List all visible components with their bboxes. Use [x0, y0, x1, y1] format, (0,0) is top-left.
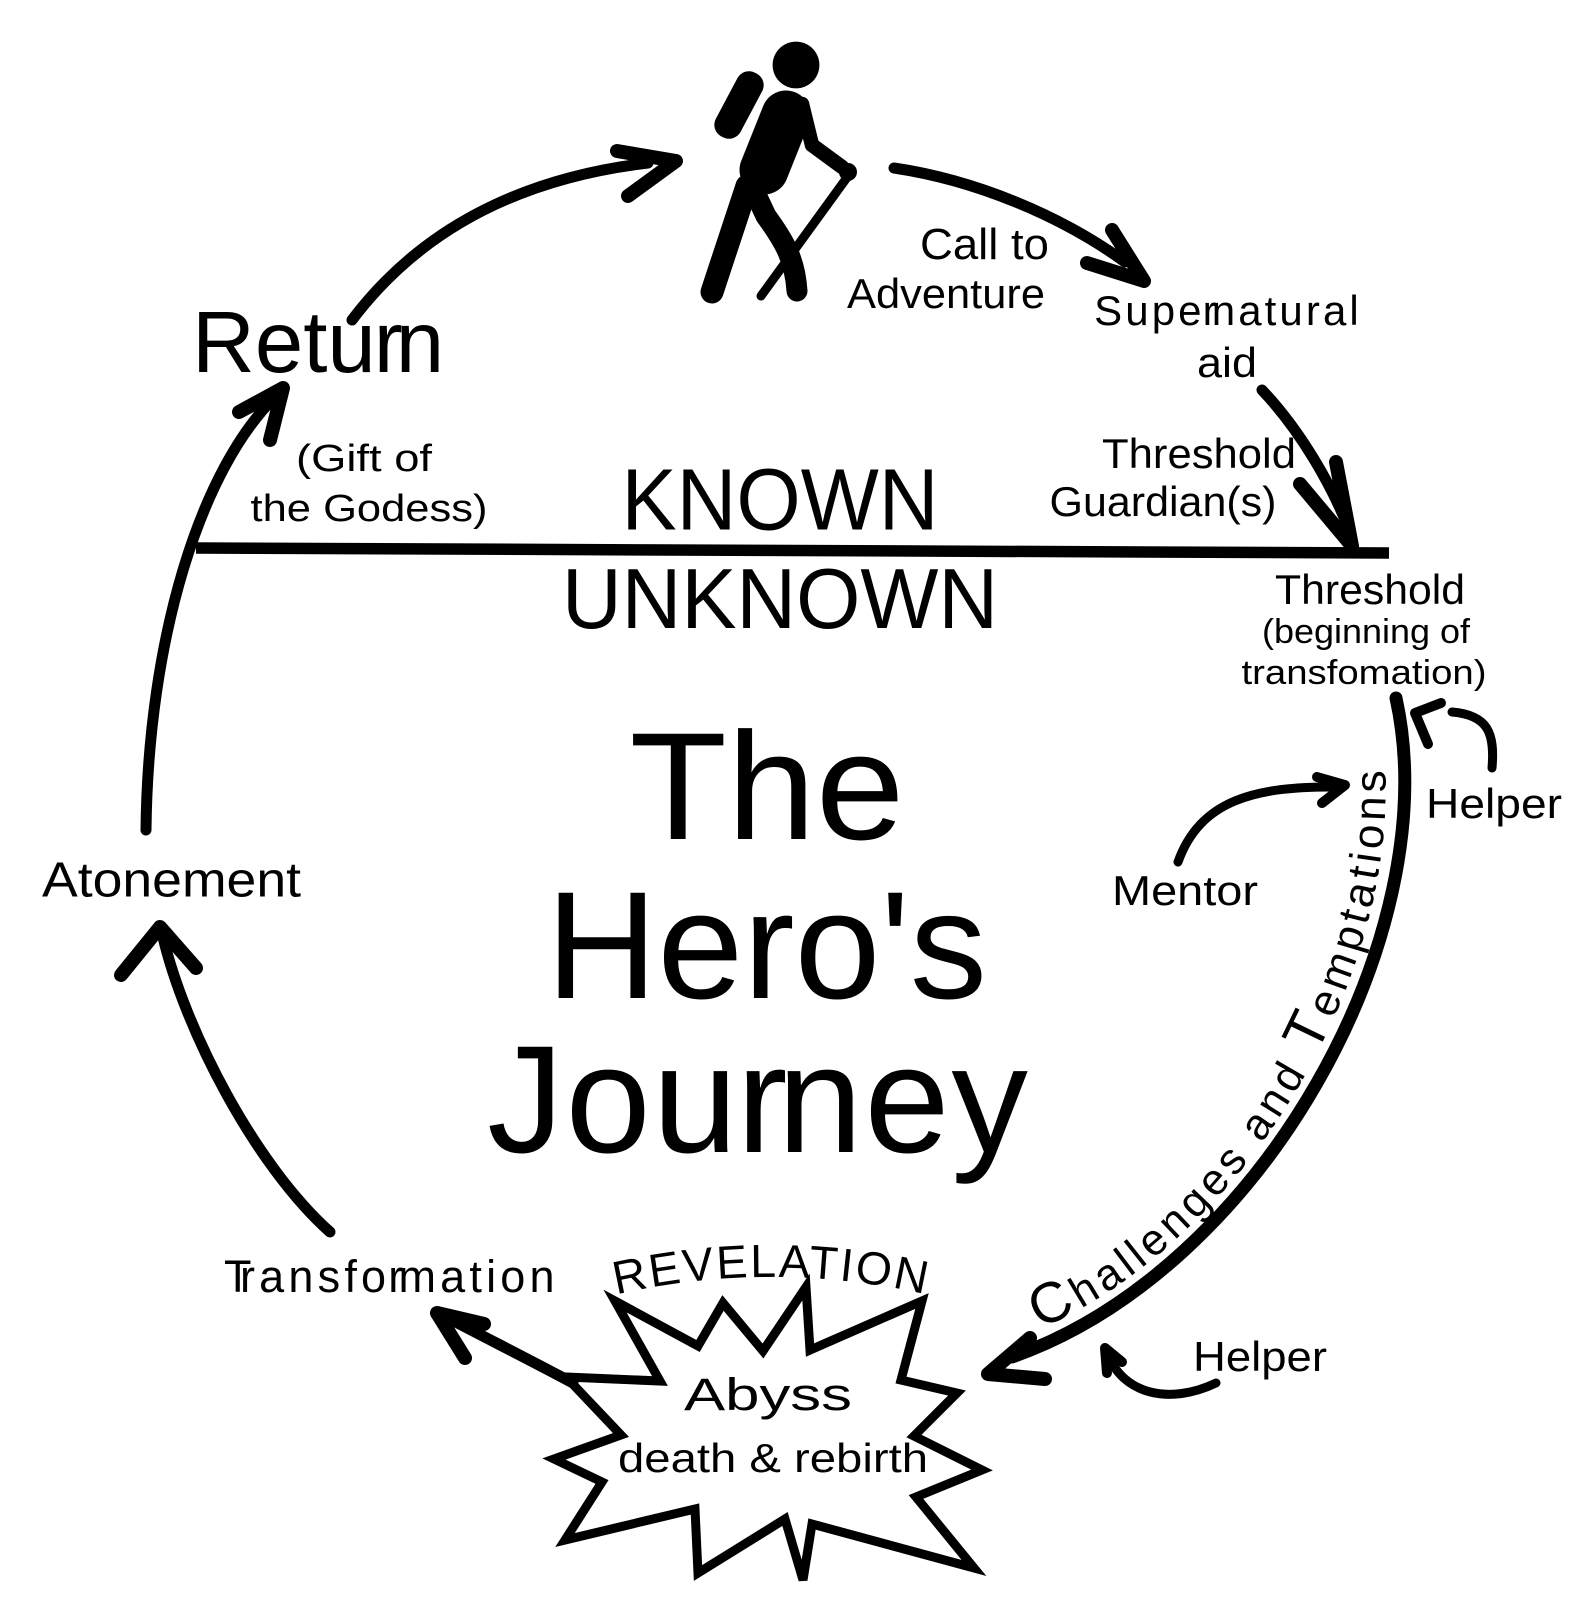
svg-text:Guardian(s): Guardian(s) — [1050, 478, 1277, 525]
svg-text:(Gift of: (Gift of — [296, 438, 433, 480]
svg-text:The: The — [630, 701, 905, 872]
svg-text:Call to: Call to — [920, 220, 1049, 269]
svg-text:Mentor: Mentor — [1112, 867, 1258, 914]
svg-text:KNOWN: KNOWN — [622, 452, 939, 549]
svg-text:Hero's: Hero's — [546, 860, 987, 1031]
svg-text:(beginning of: (beginning of — [1262, 613, 1471, 651]
svg-text:Threshold: Threshold — [1102, 430, 1296, 477]
svg-text:Abyss: Abyss — [684, 1369, 852, 1420]
svg-text:UNKNOWN: UNKNOWN — [562, 552, 998, 647]
svg-text:Return: Return — [192, 294, 444, 391]
svg-text:the Godess): the Godess) — [251, 488, 488, 530]
svg-text:transfomation): transfomation) — [1242, 654, 1487, 692]
svg-text:death & rebirth: death & rebirth — [618, 1435, 928, 1481]
svg-text:Supernatural: Supernatural — [1094, 287, 1362, 334]
svg-text:Adventure: Adventure — [847, 270, 1045, 317]
svg-text:Journey: Journey — [487, 1014, 1030, 1185]
svg-text:T: T — [224, 1251, 252, 1302]
svg-text:Helper: Helper — [1193, 1333, 1327, 1380]
svg-text:ransformation: ransformation — [240, 1251, 559, 1302]
svg-text:Threshold: Threshold — [1275, 566, 1465, 613]
svg-text:aid: aid — [1197, 339, 1257, 386]
svg-text:Atonement: Atonement — [42, 853, 301, 908]
svg-text:Helper: Helper — [1426, 780, 1562, 827]
